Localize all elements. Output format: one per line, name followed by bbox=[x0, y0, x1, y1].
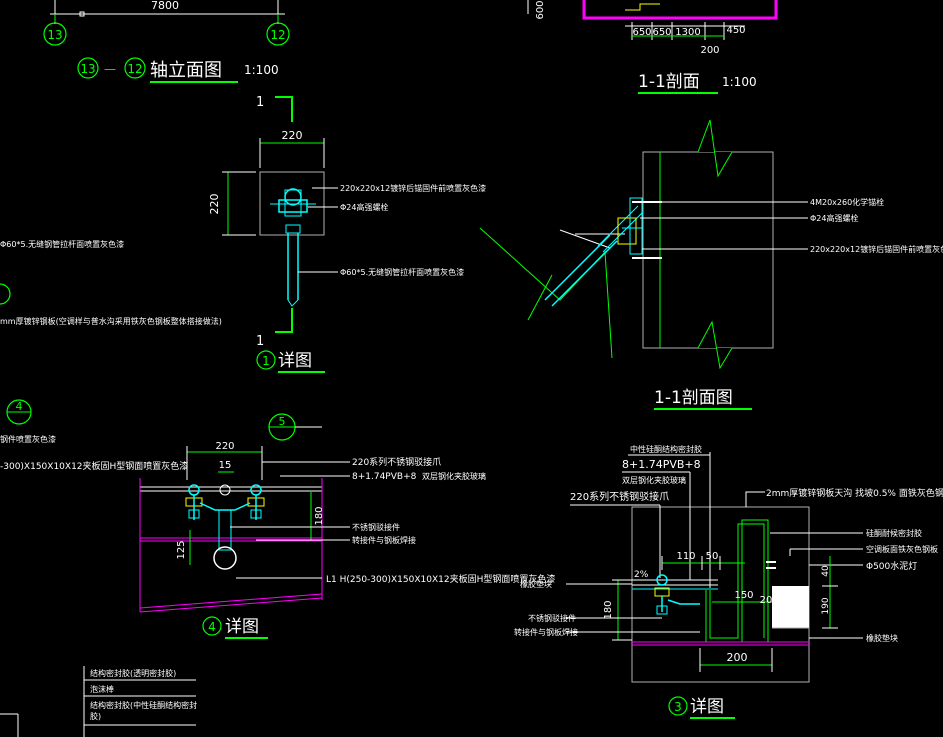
elevation-title-axis-12: 12 bbox=[127, 62, 142, 76]
section11-note-anchor: 4M20x260化学锚栓 bbox=[810, 197, 884, 207]
detail4-dim-15: 15 bbox=[219, 460, 232, 471]
axis-bubble-12 bbox=[266, 22, 290, 46]
section-top-dim-600: 600 bbox=[535, 0, 546, 19]
detail3-note-conn: 不锈钢驳接件 bbox=[528, 613, 576, 623]
detail1-note-plate: 220x220x12镀锌后锚固件前喷置灰色漆 bbox=[340, 183, 486, 193]
legend-row1: 结构密封胶(透明密封胶) bbox=[90, 668, 176, 678]
axis-label-12: 12 bbox=[270, 28, 285, 42]
left-ref-num: 4 bbox=[16, 400, 23, 413]
detail3-dim-20: 20 bbox=[760, 595, 773, 606]
detail3-note-weld: 转接件与钢板焊接 bbox=[514, 627, 578, 637]
legend-row2: 泡沫棒 bbox=[90, 684, 114, 694]
detail3-note-pad: 橡胶垫块 bbox=[520, 579, 552, 589]
detail1-dim-height: 220 bbox=[208, 194, 221, 215]
elevation-title-dash: — bbox=[104, 62, 116, 76]
legend-row3b: 胶) bbox=[90, 711, 101, 721]
detail4-note-conn: 不锈钢驳接件 bbox=[352, 522, 400, 532]
elevation-dim-7800: 7800 bbox=[151, 0, 179, 12]
detail3-note-seal: 中性硅酮结构密封胶 bbox=[630, 444, 702, 454]
detail4-dim-125: 125 bbox=[176, 540, 187, 559]
section-top-dim-450: 450 bbox=[726, 25, 745, 36]
axis-bubble-13 bbox=[43, 22, 67, 46]
detail3-dim-2pct: 2% bbox=[634, 570, 649, 580]
elevation-view: 7800 13 12 13 — 12 轴立面图 1:100 bbox=[43, 0, 290, 83]
section-top-scale: 1:100 bbox=[722, 75, 757, 89]
section-top-dim-650b: 650 bbox=[652, 27, 671, 38]
detail3-dim-50: 50 bbox=[706, 551, 719, 562]
detail1-note-pipe: Φ60*5.无缝钢管拉杆面喷置灰色漆 bbox=[340, 267, 464, 277]
detail3-dim-40: 40 bbox=[821, 565, 831, 577]
detail3-dim-180: 180 bbox=[603, 600, 614, 619]
section11-note-plate: 220x220x12镀锌后锚固件前喷置灰色漆 bbox=[810, 244, 943, 254]
legend-row3: 结构密封胶(中性硅酮结构密封 bbox=[90, 700, 197, 710]
detail3-note-steel: 2mm厚镀锌钢板天沟 找坡0.5% 面铁灰色钢板 bbox=[766, 487, 943, 499]
detail3-note-sealant: 硅酮耐候密封胶 bbox=[866, 528, 922, 538]
detail4-note-claw: 220系列不锈钢驳接爪 bbox=[352, 456, 441, 468]
detail1-section-mark-bottom: 1 bbox=[256, 334, 264, 349]
detail1-title: 详图 bbox=[278, 351, 312, 371]
detail3-note-panel: 空调板面铁灰色钢板 bbox=[866, 544, 938, 554]
section-top-dim-650a: 650 bbox=[632, 27, 651, 38]
detail3-note-glass2: 双层钢化夹胶玻璃 bbox=[622, 475, 686, 485]
detail1-base-plate bbox=[259, 171, 325, 236]
detail4-title-num: 4 bbox=[208, 620, 216, 634]
detail3-title: 详图 bbox=[690, 697, 724, 717]
axis-label-13: 13 bbox=[47, 28, 62, 42]
detail4-note-weld: 转接件与钢板焊接 bbox=[352, 535, 416, 545]
elevation-title: 轴立面图 bbox=[150, 60, 222, 81]
legend-table: 结构密封胶(透明密封胶) 泡沫棒 结构密封胶(中性硅酮结构密封 胶) bbox=[0, 666, 197, 737]
section-top-dim-200: 200 bbox=[700, 45, 719, 56]
section-top-dim-1300: 1300 bbox=[675, 27, 700, 38]
left-note-pipe: Φ60*5.无缝钢管拉杆面喷置灰色漆 bbox=[0, 239, 124, 249]
detail3-dim-150: 150 bbox=[734, 590, 753, 601]
detail-3: 中性硅酮结构密封胶 8+1.74PVB+8 双层钢化夹胶玻璃 220系列不锈钢驳… bbox=[514, 444, 943, 719]
detail3-dim-200: 200 bbox=[727, 651, 748, 664]
section11-note-bolt: Φ24高强螺栓 bbox=[810, 213, 858, 223]
detail3-note-glass: 8+1.74PVB+8 bbox=[622, 458, 701, 471]
detail3-title-num: 3 bbox=[674, 700, 682, 714]
section-top: 600 650 650 1300 450 200 1-1剖面 1:100 bbox=[527, 0, 778, 94]
detail4-ref-num: 5 bbox=[279, 415, 286, 428]
left-note-steel: mm厚镀锌钢板(空调样与普水沟采用铁灰色钢板整体搭接做法) bbox=[0, 316, 222, 326]
detail4-note-beam: L1 H(250-300)X150X10X12夹板固H型钢面喷置灰色漆 bbox=[326, 573, 555, 585]
detail4-dim-220: 220 bbox=[215, 441, 234, 452]
detail3-dim-110: 110 bbox=[676, 551, 695, 562]
detail-1: 1 1 220 220 220x220x12镀锌后锚固件前喷置灰色漆 Φ24高强… bbox=[208, 95, 486, 373]
detail3-note-lamp: Φ500水泥灯 bbox=[866, 560, 917, 572]
detail-4: 5 220 15 180 125 220系列不锈钢驳接爪 bbox=[139, 413, 555, 639]
elevation-title-axis-13: 13 bbox=[80, 62, 95, 76]
section11-title: 1-1剖面图 bbox=[654, 388, 733, 408]
left-note-beam: -300)X150X10X12夹板固H型钢面喷置灰色漆 bbox=[0, 460, 188, 472]
detail1-section-mark-top: 1 bbox=[256, 95, 264, 110]
detail1-note-bolt: Φ24高强螺栓 bbox=[340, 202, 388, 212]
detail4-dim-180: 180 bbox=[314, 506, 325, 525]
elevation-scale: 1:100 bbox=[244, 63, 279, 77]
detail3-note-claw: 220系列不锈钢驳接爪 bbox=[570, 490, 669, 503]
left-partial-notes: Φ60*5.无缝钢管拉杆面喷置灰色漆 mm厚镀锌钢板(空调样与普水沟采用铁灰色钢… bbox=[0, 239, 222, 472]
section-1-1-detail: 4M20x260化学锚栓 Φ24高强螺栓 220x220x12镀锌后锚固件前喷置… bbox=[479, 119, 943, 410]
detail3-note-pad2: 橡胶垫块 bbox=[866, 633, 898, 643]
left-note-paint: 钢件喷置灰色漆 bbox=[0, 434, 56, 444]
detail3-dim-190: 190 bbox=[821, 597, 831, 614]
detail1-title-num: 1 bbox=[262, 354, 270, 368]
detail4-note-glass2: 双层钢化夹胶玻璃 bbox=[422, 471, 486, 481]
detail1-dim-width: 220 bbox=[282, 129, 303, 142]
detail4-title: 详图 bbox=[225, 617, 259, 637]
detail4-note-glass: 8+1.74PVB+8 bbox=[352, 472, 417, 482]
section-top-title: 1-1剖面 bbox=[638, 72, 700, 92]
